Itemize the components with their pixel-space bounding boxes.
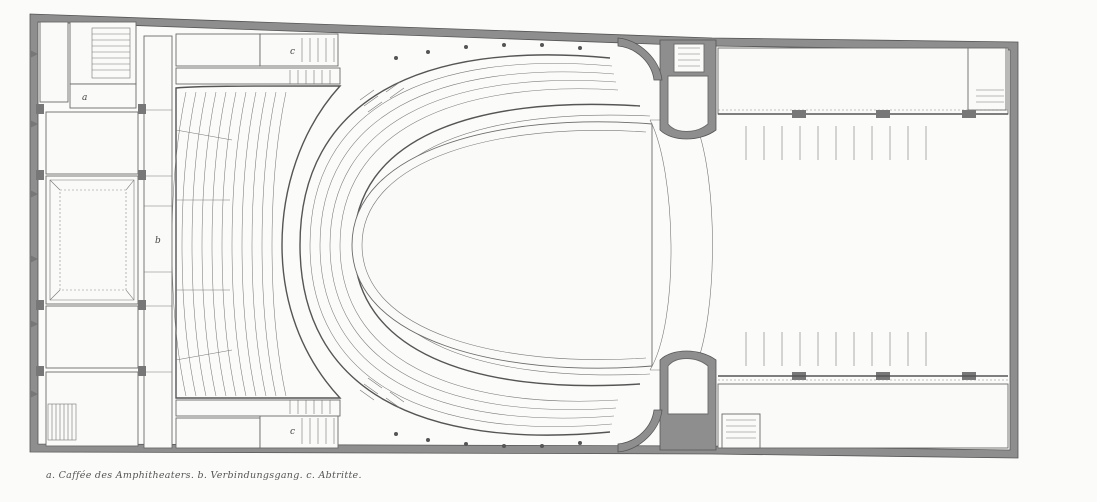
label-c-top: c [290,47,295,57]
amphitheater-seating [171,85,342,399]
label-b: b [155,236,161,246]
stage [717,47,1009,449]
label-a: a [82,93,87,103]
proscenium [617,37,717,453]
label-c-bottom: c [290,427,295,437]
cafe-room-a [69,83,137,109]
corridor-b [143,35,173,449]
legend-caption: a. Caffée des Amphitheaters. b. Verbindu… [46,470,362,481]
left-wing [30,21,173,449]
arena [351,121,653,369]
toilet-block-bottom [175,399,341,449]
toilet-block-top [175,33,341,85]
